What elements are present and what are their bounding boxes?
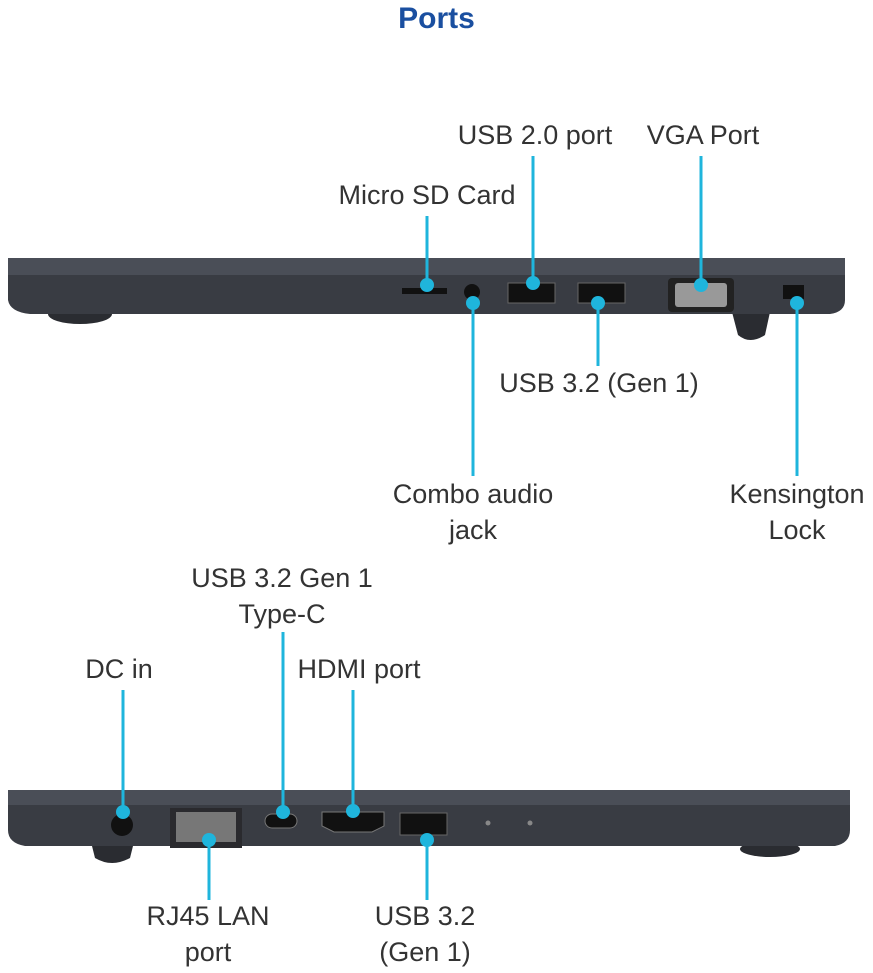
label-line: (Gen 1): [379, 937, 471, 967]
label-line: Combo audio: [392, 479, 554, 509]
callout-usb32-bottom: [420, 833, 434, 900]
label-micro-sd: Micro SD Card: [338, 180, 516, 210]
label-line: jack: [448, 515, 498, 545]
page-title: Ports: [398, 2, 475, 35]
usb32-port-bottom: [399, 812, 448, 836]
led-indicator: [485, 820, 491, 826]
label-hdmi: HDMI port: [297, 654, 421, 684]
laptop-side-two: [8, 790, 850, 863]
audio-jack-port: [464, 284, 480, 300]
callout-typec: [276, 632, 290, 819]
led-indicator: [527, 820, 533, 826]
label-usb32-bottom: USB 3.2 (Gen 1): [375, 898, 476, 970]
laptop-lid: [8, 790, 850, 805]
label-usb20: USB 2.0 port: [457, 120, 613, 150]
callout-audio: [466, 296, 480, 476]
laptop-base: [8, 275, 845, 314]
label-line: USB 3.2: [374, 901, 476, 931]
callout-usb20: [526, 156, 540, 290]
label-typec: USB 3.2 Gen 1 Type-C: [191, 560, 373, 632]
label-rj45: RJ45 LAN port: [146, 898, 269, 970]
callout-kensington: [790, 296, 804, 476]
label-audio: Combo audio jack: [393, 476, 554, 548]
label-line: Kensington: [729, 479, 865, 509]
label-line: port: [184, 937, 232, 967]
label-line: Lock: [768, 515, 826, 545]
callout-vga: [694, 156, 708, 292]
label-line: Type-C: [238, 599, 326, 629]
callout-usb32: [591, 296, 605, 366]
kensington-slot: [783, 285, 804, 299]
label-dc-in: DC in: [85, 654, 153, 684]
label-line: USB 3.2 Gen 1: [191, 563, 373, 593]
callout-micro-sd: [420, 216, 434, 292]
callout-rj45: [202, 833, 216, 900]
dc-in-port: [111, 814, 133, 836]
label-vga: VGA Port: [646, 120, 760, 150]
callout-hdmi: [346, 690, 360, 818]
callout-dc-in: [116, 690, 130, 819]
label-usb32: USB 3.2 (Gen 1): [499, 368, 699, 398]
hdmi-port: [321, 811, 385, 833]
label-line: RJ45 LAN: [146, 901, 270, 931]
laptop-foot: [732, 312, 770, 340]
